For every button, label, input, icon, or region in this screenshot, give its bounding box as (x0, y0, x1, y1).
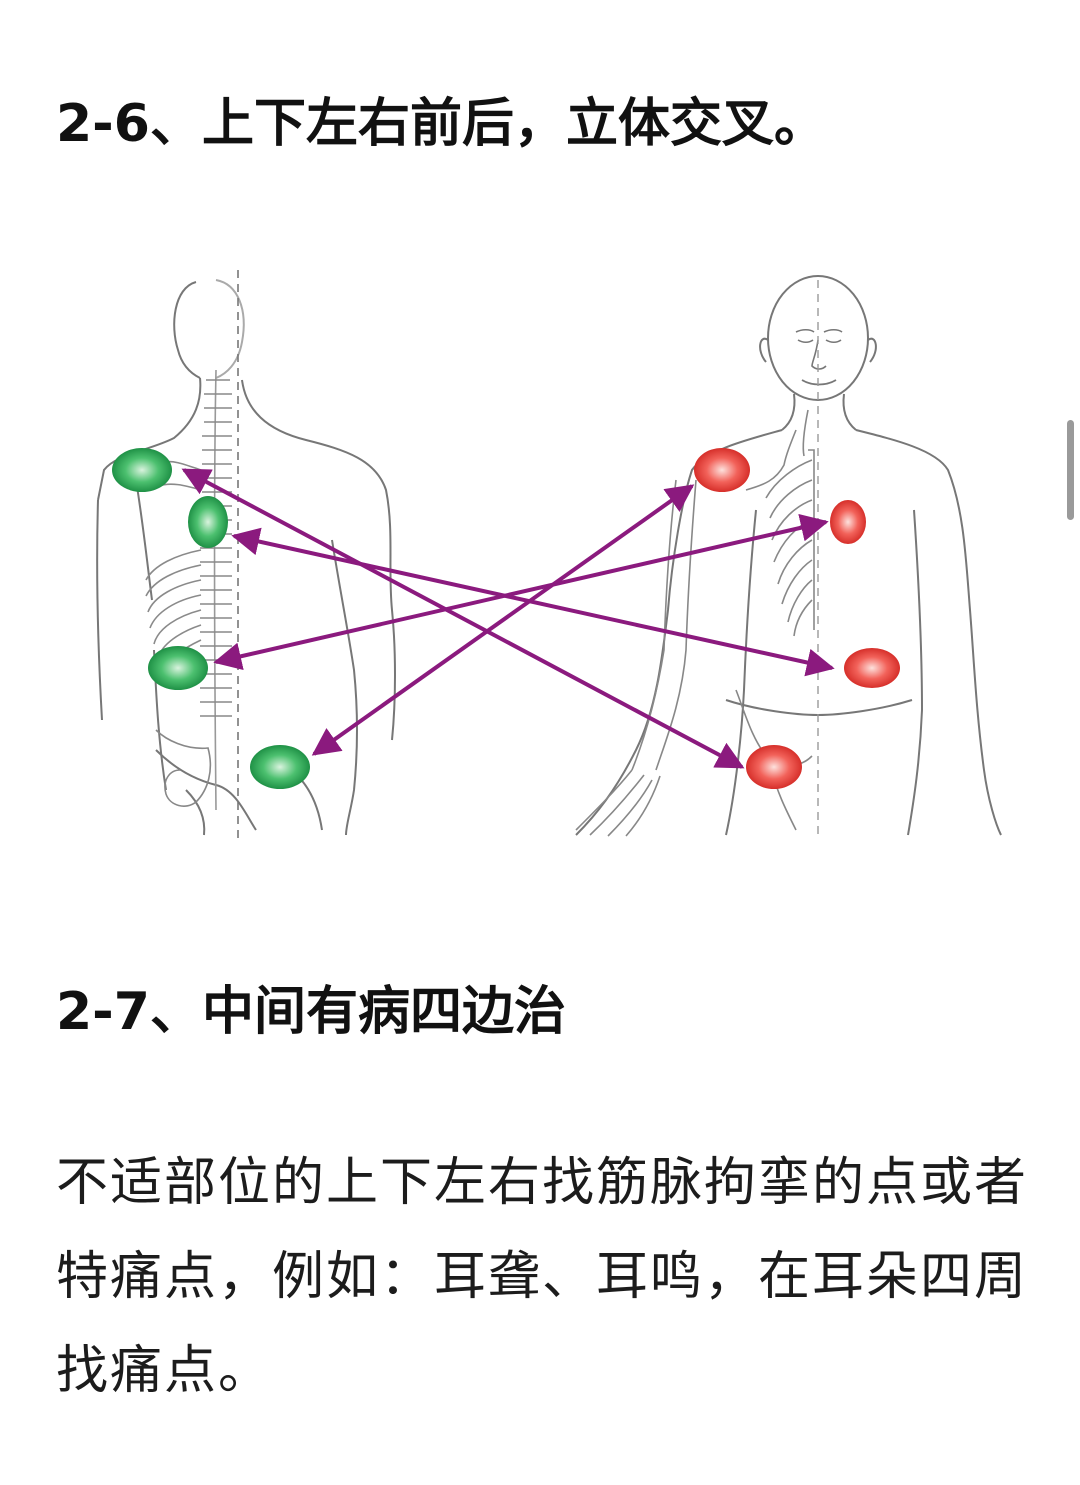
front-point-shoulder (694, 448, 750, 492)
arrow-back-hip-to-front-shoulder (311, 484, 695, 756)
front-points-group (694, 448, 900, 789)
back-point-scapula (188, 496, 228, 548)
arrow-back-scapula-to-front-abdomen (231, 527, 835, 677)
front-point-abdomen (844, 648, 900, 688)
scrollbar-thumb[interactable] (1067, 420, 1074, 520)
body-crossover-diagram (96, 270, 1006, 840)
front-point-chest (830, 500, 866, 544)
pelvis-back-icon (155, 729, 212, 807)
arrow-back-lumbar-to-front-chest (213, 513, 829, 671)
front-point-hip (746, 745, 802, 789)
crossing-arrows (181, 468, 835, 769)
section-title-2-7: 2-7、中间有病四边治 (56, 982, 566, 1042)
back-point-lumbar (148, 646, 208, 690)
back-point-shoulder (112, 448, 172, 492)
section-title-2-6: 2-6、上下左右前后，立体交叉。 (56, 94, 826, 154)
spine-icon (200, 369, 232, 811)
back-point-hip (250, 745, 310, 789)
arrow-back-shoulder-to-front-hip (181, 468, 745, 769)
ribcage-back-icon (145, 460, 202, 671)
section-2-7-body: 不适部位的上下左右找筋脉拘挛的点或者特痛点，例如：耳聋、耳鸣，在耳朵四周找痛点。 (56, 1153, 1029, 1401)
